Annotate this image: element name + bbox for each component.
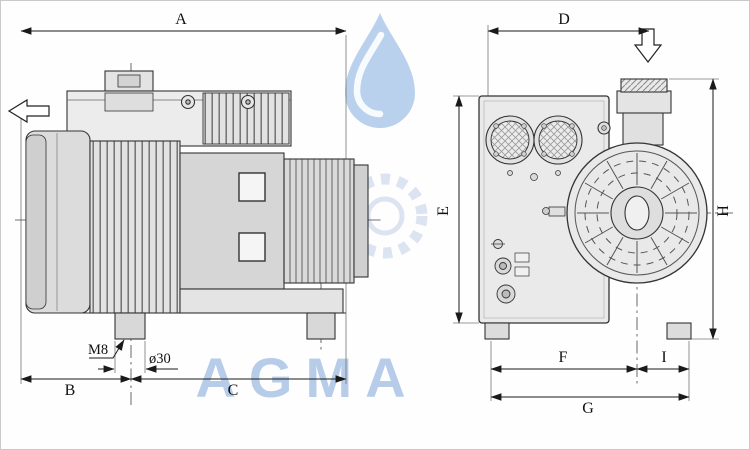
note-foot-diameter: ø30: [98, 351, 178, 373]
pump-front-body: [478, 78, 708, 340]
front-view: D E H F I G: [435, 11, 733, 417]
side-view: A B C M8 ø30: [7, 11, 381, 405]
motor-fins: [89, 140, 181, 314]
sight-glass-upper: [238, 172, 266, 202]
fan-louvers: [577, 153, 697, 273]
pump-housing: [179, 152, 285, 290]
front-foot-left: [484, 322, 510, 340]
front-foot-right: [666, 322, 692, 340]
dimension-f: F: [490, 349, 638, 373]
rear-end-cap-front: [25, 134, 47, 310]
dim-label-h: H: [715, 205, 732, 217]
exhaust-direction-arrow-icon: [7, 98, 50, 124]
terminal-box-cap-detail: [117, 74, 141, 88]
inlet-cap: [616, 90, 672, 114]
dim-label-i: I: [661, 349, 666, 366]
water-drop-swirl-icon: [353, 31, 385, 118]
dimension-c: C: [130, 375, 347, 399]
dim-label-b: B: [65, 382, 76, 399]
cylinder-end-cap: [353, 164, 369, 278]
dimension-b: B: [20, 375, 132, 399]
dimension-i: I: [636, 349, 690, 373]
inlet-direction-arrow-icon: [633, 28, 663, 63]
dimension-h: H: [709, 78, 732, 340]
dim-label-e: E: [435, 206, 452, 216]
dimension-g: G: [490, 393, 690, 417]
dim-label-c: C: [228, 382, 239, 399]
water-drop-logo-icon: [345, 13, 415, 128]
inlet-neck: [622, 108, 664, 146]
pump-side-body: [25, 70, 369, 340]
mounting-foot-left: [114, 312, 146, 340]
exhaust-vent-right: [533, 115, 583, 165]
mounting-foot-right: [306, 312, 336, 340]
fan-shroud: [566, 121, 708, 284]
dim-label-a: A: [175, 11, 187, 28]
cylinder-fins: [283, 158, 355, 284]
drain-plug: [548, 206, 566, 217]
note-thread-m8: M8: [88, 339, 125, 359]
nameplate-lower: [514, 266, 530, 277]
dim-label-d: D: [558, 11, 570, 28]
inlet-filter: [620, 78, 668, 93]
diameter-label: ø30: [149, 351, 171, 367]
dimension-e: E: [435, 95, 463, 324]
base-bracket: [179, 288, 344, 314]
dimension-a: A: [20, 11, 347, 35]
lifting-eyebolt-icon: [180, 94, 256, 110]
sight-glass-lower: [238, 232, 266, 262]
nameplate-upper: [514, 252, 530, 263]
dim-label-f: F: [559, 349, 568, 366]
thread-label: M8: [88, 342, 108, 358]
service-ports: [491, 206, 566, 304]
terminal-box-body: [104, 92, 154, 112]
dimension-d: D: [487, 11, 650, 35]
dim-label-g: G: [582, 400, 594, 417]
exhaust-vent-left: [485, 115, 535, 165]
watermark-brand-text: AGMA: [195, 346, 418, 409]
